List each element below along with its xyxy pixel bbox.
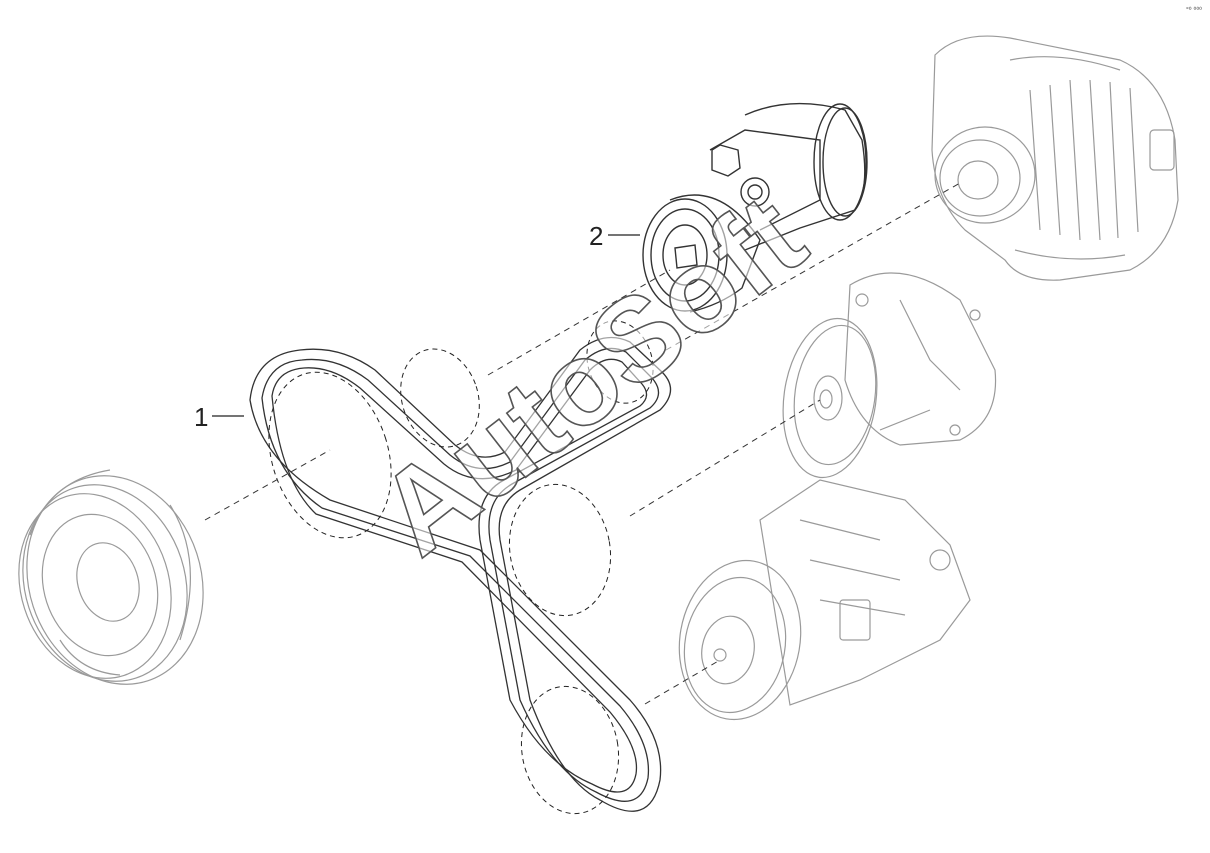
callout-1: 1 (194, 402, 244, 432)
callout-2-number: 2 (589, 221, 603, 251)
callout-2: 2 (589, 221, 640, 251)
tensioner-assembly (642, 102, 868, 313)
corner-mark: °⁰ ⁰⁰⁰ (1186, 6, 1202, 14)
pulley-position-indicators (268, 320, 654, 815)
callout-1-number: 1 (194, 402, 208, 432)
ac-compressor (678, 479, 971, 721)
drive-belt (249, 336, 672, 812)
water-pump (782, 272, 997, 479)
axis-leader-lines (204, 182, 961, 705)
alternator (931, 35, 1179, 281)
crankshaft-pulley (18, 469, 204, 685)
